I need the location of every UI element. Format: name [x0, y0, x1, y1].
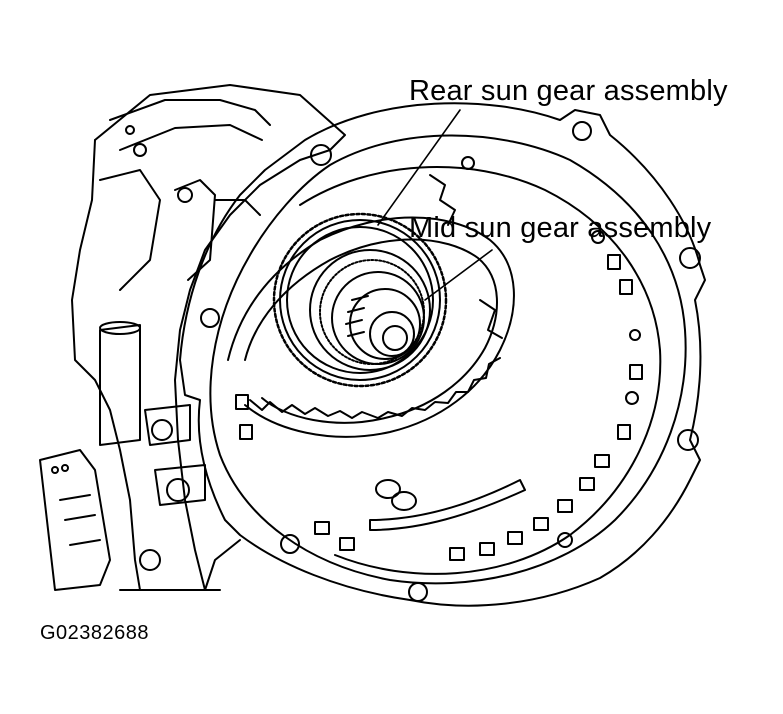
- mid-sun-gear-leader: [425, 250, 492, 300]
- flange-ports: [236, 255, 642, 560]
- clutch-drum: [228, 175, 514, 437]
- transmission-case-flange: [180, 103, 705, 605]
- valve-body-housing: [40, 85, 345, 590]
- figure-code: G02382688: [40, 622, 150, 644]
- mid-sun-gear-label: Mid sun gear assembly: [409, 212, 712, 244]
- rear-sun-gear-label: Rear sun gear assembly: [409, 75, 728, 107]
- rear-sun-gear: [274, 214, 446, 386]
- leader-lines: [378, 110, 492, 300]
- rear-sun-gear-leader: [378, 110, 460, 225]
- case-holes: [370, 480, 525, 530]
- mid-sun-gear: [310, 250, 430, 370]
